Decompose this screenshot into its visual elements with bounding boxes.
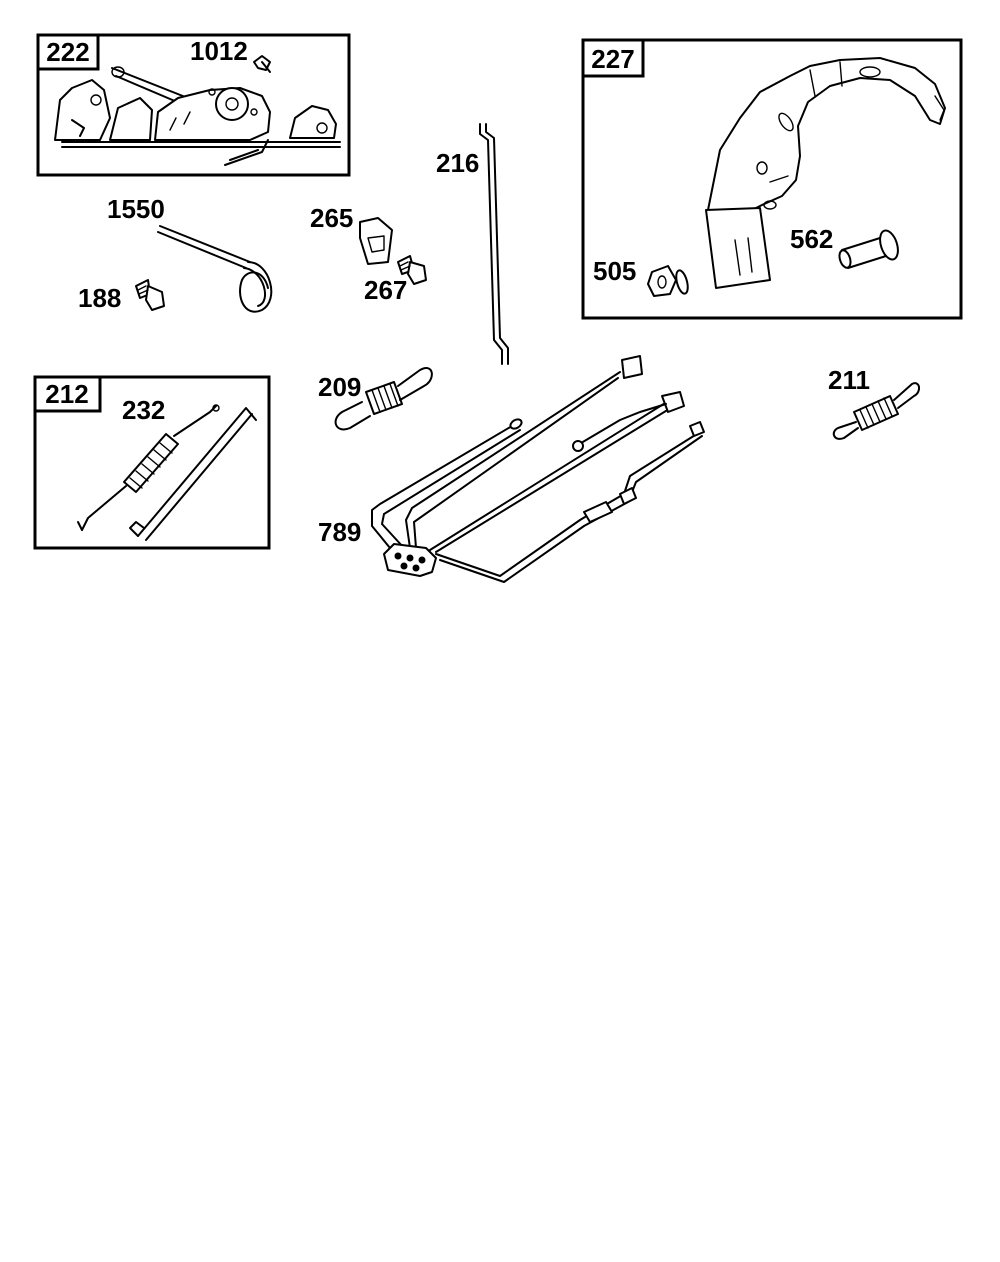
group-227: 227 505 562 (581, 38, 963, 320)
box-212-frame (33, 375, 271, 550)
box-227-frame (581, 38, 963, 320)
callout-562: 562 (790, 224, 833, 254)
callout-789: 789 (318, 517, 361, 547)
group-212: 212 232 (33, 375, 271, 550)
carriage-bolt-562 (838, 229, 899, 269)
callout-267: 267 (364, 275, 407, 305)
link-rod (129, 407, 257, 541)
wire-harness-789 (371, 355, 705, 583)
group-222: 222 1012 (36, 33, 351, 177)
control-bracket-assembly (54, 66, 341, 166)
screw-267 (397, 255, 427, 285)
nut-and-washer-505 (647, 265, 689, 297)
callout-211: 211 (828, 365, 870, 395)
bracket-plate-mid (109, 97, 153, 141)
spring-232 (77, 404, 220, 531)
governor-rod-216 (479, 123, 509, 365)
bracket-foot (705, 207, 771, 289)
screw-188 (135, 279, 165, 311)
extension-spring-211 (832, 382, 920, 440)
box-212-tab (33, 375, 102, 413)
clip-265 (359, 217, 393, 265)
extension-spring-209 (334, 367, 433, 431)
callout-188: 188 (78, 283, 121, 313)
callout-1550: 1550 (107, 194, 165, 224)
box-227-label: 227 (591, 44, 634, 74)
callout-216: 216 (436, 148, 479, 178)
callout-505: 505 (593, 256, 636, 286)
mounting-bracket (707, 57, 946, 221)
box-212-label: 212 (45, 379, 88, 409)
callout-232: 232 (122, 395, 165, 425)
pivot-hub (215, 87, 249, 121)
box-222-frame (36, 33, 351, 177)
box-227-tab (581, 38, 645, 78)
bracket-plate-right (289, 105, 337, 139)
box-222-label: 222 (46, 37, 89, 67)
callout-265: 265 (310, 203, 353, 233)
box-222-tab (36, 33, 100, 71)
callout-1012: 1012 (190, 36, 248, 66)
torsion-spring-1550 (157, 225, 273, 313)
callout-209: 209 (318, 372, 361, 402)
